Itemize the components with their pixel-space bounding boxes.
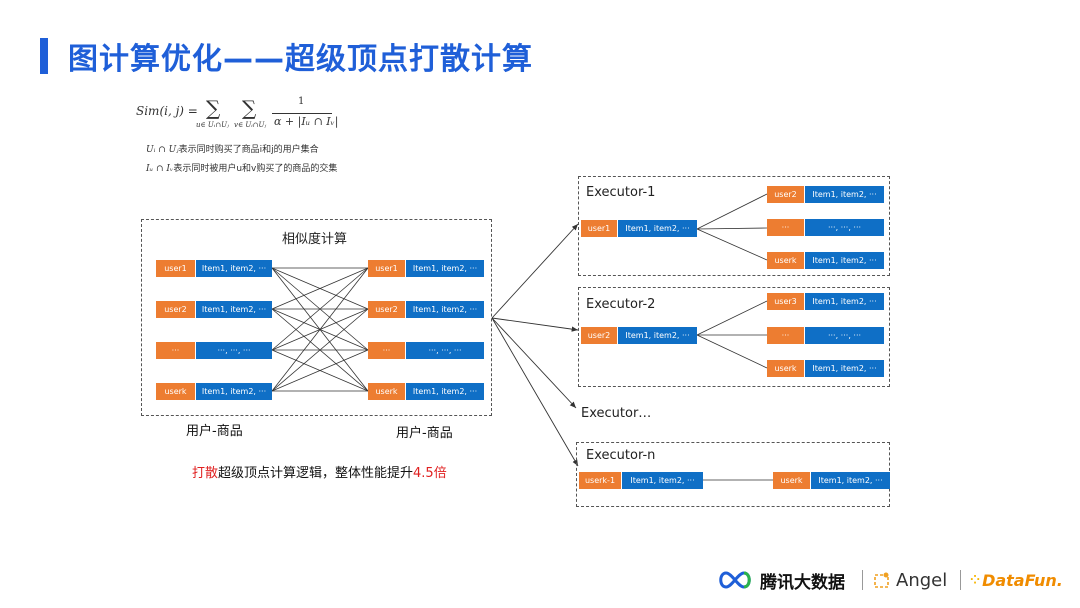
summary-highlight-2: 4.5倍 bbox=[413, 466, 447, 481]
items-label: Item1, item2, ··· bbox=[804, 186, 884, 203]
executor-2-target-node: ··· ···, ···, ··· bbox=[767, 327, 884, 344]
executor-1-title: Executor-1 bbox=[586, 185, 656, 200]
items-label: Item1, item2, ··· bbox=[804, 293, 884, 310]
note-text: 表示同时购买了商品i和j的用户集合 bbox=[178, 145, 319, 155]
user-label: user1 bbox=[581, 220, 617, 237]
left-caption: 用户-商品 bbox=[186, 424, 243, 439]
user-label: userk bbox=[368, 383, 405, 400]
user-label: userk bbox=[767, 360, 804, 377]
user-label: user2 bbox=[156, 301, 195, 318]
sum-subscript-2: v∈ Uᵢ∩Uⱼ bbox=[234, 121, 267, 129]
left-node-ellipsis: ··· ···, ···, ··· bbox=[156, 342, 272, 359]
note-users: Uᵢ ∩ Uⱼ表示同时购买了商品i和j的用户集合 bbox=[146, 142, 319, 155]
items-label: ···, ···, ··· bbox=[195, 342, 272, 359]
right-node-userk: userk Item1, item2, ··· bbox=[368, 383, 484, 400]
items-label: ···, ···, ··· bbox=[804, 327, 884, 344]
items-label: Item1, item2, ··· bbox=[810, 472, 890, 489]
items-label: ···, ···, ··· bbox=[804, 219, 884, 236]
items-label: Item1, item2, ··· bbox=[195, 301, 272, 318]
datafun-logo: ⁘ DataFun. bbox=[970, 566, 1063, 594]
fraction-line bbox=[272, 113, 332, 114]
items-label: Item1, item2, ··· bbox=[405, 260, 484, 277]
right-node-user1: user1 Item1, item2, ··· bbox=[368, 260, 484, 277]
user-label: ··· bbox=[156, 342, 195, 359]
formula-numerator: 1 bbox=[298, 96, 305, 107]
user-label: user2 bbox=[368, 301, 405, 318]
items-label: Item1, item2, ··· bbox=[804, 360, 884, 377]
executor-1-box bbox=[578, 176, 890, 276]
infinity-icon bbox=[719, 571, 751, 589]
left-node-userk: userk Item1, item2, ··· bbox=[156, 383, 272, 400]
user-label: ··· bbox=[368, 342, 405, 359]
note-items: Iᵤ ∩ Iᵥ表示同时被用户u和v购买了的商品的交集 bbox=[146, 161, 337, 174]
user-label: user2 bbox=[767, 186, 804, 203]
brand-datafun-text: DataFun. bbox=[982, 570, 1063, 590]
user-label: userk bbox=[767, 252, 804, 269]
executor-2-title: Executor-2 bbox=[586, 297, 656, 312]
user-label: userk-1 bbox=[579, 472, 621, 489]
executor-2-box bbox=[578, 287, 890, 387]
items-label: Item1, item2, ··· bbox=[617, 327, 697, 344]
sum-symbol-2: ∑ bbox=[242, 96, 257, 120]
right-node-ellipsis: ··· ···, ···, ··· bbox=[368, 342, 484, 359]
note-symbol: Uᵢ ∩ Uⱼ bbox=[146, 145, 179, 155]
angel-icon bbox=[874, 572, 889, 588]
datafun-dots-icon: ⁘ bbox=[970, 573, 981, 587]
executor-n-target-node: userk Item1, item2, ··· bbox=[773, 472, 890, 489]
user-label: userk bbox=[156, 383, 195, 400]
user-label: user1 bbox=[156, 260, 195, 277]
sum-symbol-1: ∑ bbox=[206, 96, 221, 120]
note-text: 表示同时被用户u和v购买了的商品的交集 bbox=[173, 164, 338, 174]
tencent-bigdata-logo: 腾讯大数据 bbox=[716, 566, 845, 594]
executor-ellipsis: Executor… bbox=[581, 406, 652, 421]
executor-1-source-node: user1 Item1, item2, ··· bbox=[581, 220, 697, 237]
title-accent-bar bbox=[40, 38, 48, 74]
bipartite-edges bbox=[271, 267, 369, 392]
right-node-user2: user2 Item1, item2, ··· bbox=[368, 301, 484, 318]
note-symbol: Iᵤ ∩ Iᵥ bbox=[146, 164, 174, 174]
user-label: ··· bbox=[767, 219, 804, 236]
summary-body: 超级顶点计算逻辑，整体性能提升 bbox=[218, 466, 414, 481]
user-label: userk bbox=[773, 472, 810, 489]
user-label: ··· bbox=[767, 327, 804, 344]
footer-separator bbox=[960, 570, 961, 590]
executor-edges bbox=[696, 193, 773, 481]
page-title: 图计算优化——超级顶点打散计算 bbox=[68, 42, 533, 77]
items-label: Item1, item2, ··· bbox=[621, 472, 703, 489]
left-node-user1: user1 Item1, item2, ··· bbox=[156, 260, 272, 277]
brand-tencent-text: 腾讯大数据 bbox=[760, 572, 845, 593]
items-label: Item1, item2, ··· bbox=[195, 260, 272, 277]
similarity-title: 相似度计算 bbox=[282, 232, 348, 247]
summary-text: 打散超级顶点计算逻辑，整体性能提升4.5倍 bbox=[192, 462, 447, 481]
items-label: Item1, item2, ··· bbox=[804, 252, 884, 269]
executor-1-target-node: ··· ···, ···, ··· bbox=[767, 219, 884, 236]
executor-2-source-node: user2 Item1, item2, ··· bbox=[581, 327, 697, 344]
executor-n-source-node: userk-1 Item1, item2, ··· bbox=[579, 472, 703, 489]
items-label: Item1, item2, ··· bbox=[195, 383, 272, 400]
formula-lhs: Sim(i, j) = bbox=[136, 104, 198, 118]
items-label: Item1, item2, ··· bbox=[405, 301, 484, 318]
user-label: user3 bbox=[767, 293, 804, 310]
angel-logo: Angel bbox=[872, 566, 947, 594]
executor-2-target-node: userk Item1, item2, ··· bbox=[767, 360, 884, 377]
items-label: ···, ···, ··· bbox=[405, 342, 484, 359]
items-label: Item1, item2, ··· bbox=[617, 220, 697, 237]
user-label: user2 bbox=[581, 327, 617, 344]
summary-highlight-1: 打散 bbox=[192, 466, 219, 481]
formula-denominator: α + |Iᵤ ∩ Iᵥ| bbox=[274, 115, 339, 128]
executor-2-target-node: user3 Item1, item2, ··· bbox=[767, 293, 884, 310]
executor-arrows bbox=[491, 223, 579, 467]
executor-1-target-node: user2 Item1, item2, ··· bbox=[767, 186, 884, 203]
sum-subscript-1: u∈ Uᵢ∩Uⱼ bbox=[196, 121, 229, 129]
brand-angel-text: Angel bbox=[896, 569, 948, 591]
items-label: Item1, item2, ··· bbox=[405, 383, 484, 400]
footer-separator bbox=[862, 570, 863, 590]
right-caption: 用户-商品 bbox=[396, 426, 453, 441]
executor-n-title: Executor-n bbox=[586, 448, 656, 463]
user-label: user1 bbox=[368, 260, 405, 277]
left-node-user2: user2 Item1, item2, ··· bbox=[156, 301, 272, 318]
similarity-box bbox=[141, 219, 492, 416]
executor-1-target-node: userk Item1, item2, ··· bbox=[767, 252, 884, 269]
